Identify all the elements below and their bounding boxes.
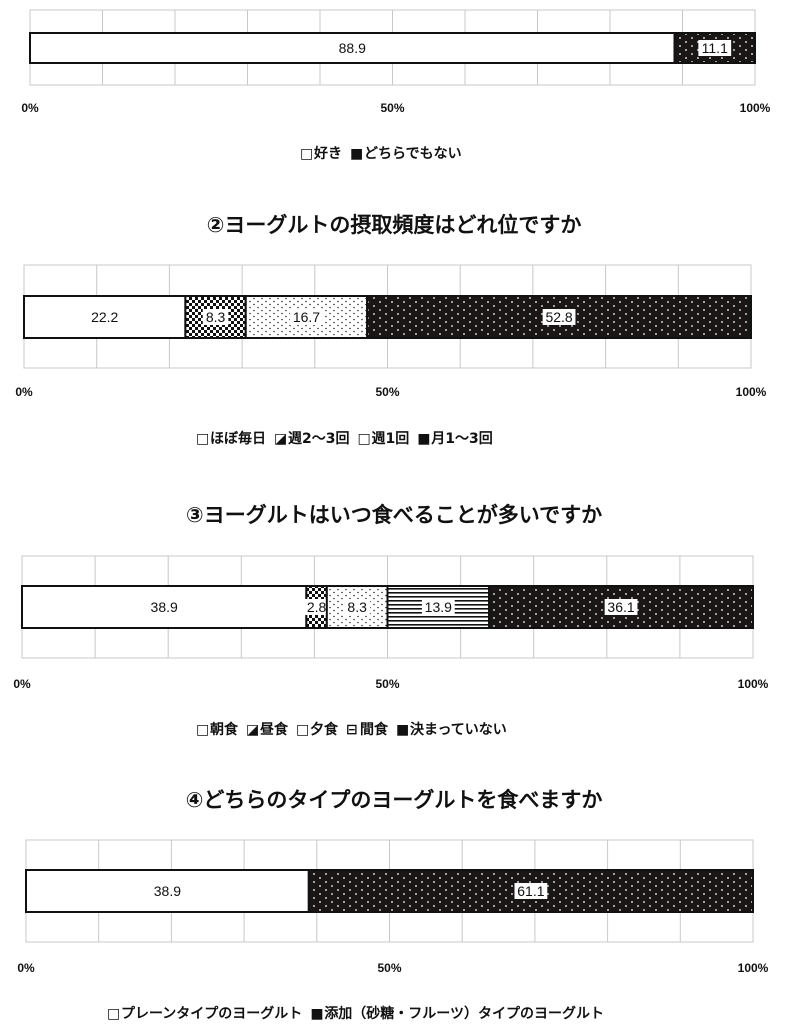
tick-label: 100% [738,961,769,975]
legend-label: 夕食 [310,721,339,738]
tick-label: 0% [13,677,31,691]
chart-title: ④どちらのタイプのヨーグルトを食べますか [186,788,603,812]
data-label-bg [421,599,455,615]
data-label: 38.9 [151,599,178,615]
data-label: 38.9 [154,883,181,899]
legend-marker-icon: □ [296,722,309,738]
chart-title: ③ヨーグルトはいつ食べることが多いですか [186,503,602,527]
legend-label: 月1～3回 [430,431,492,447]
tick-label: 100% [740,101,771,115]
legend-label: プレーンタイプのヨーグルト [121,1005,302,1022]
bar-segment [325,585,389,629]
legend-label: 好き [313,145,342,162]
data-label-bg [542,309,576,325]
tick-label: 50% [380,101,404,115]
legend-marker-icon: ◪ [246,722,259,738]
data-label: 8.3 [347,599,367,615]
chart-title: ②ヨーグルトの摂取頻度はどれ位ですか [207,213,582,237]
data-label-bg [202,309,229,325]
data-label: 16.7 [293,309,320,325]
data-label: 11.1 [702,40,728,56]
data-label-bg [344,599,370,615]
bar-segment [366,295,752,339]
legend-label: 添加（砂糖・フルーツ）タイプのヨーグルト [324,1005,604,1022]
legend-label: 週2～3回 [288,431,349,447]
legend-marker-icon: ■ [310,1006,323,1022]
data-label: 61.1 [517,883,544,899]
legend-label: どちらでもない [364,146,462,162]
legend-marker-icon: □ [300,146,313,162]
data-label-bg [290,309,323,325]
tick-label: 50% [375,385,399,399]
legend-marker-icon: □ [196,722,209,738]
legend-label: 決まっていない [410,721,507,738]
legend-label: 朝食 [210,721,239,738]
legend-marker-icon: ■ [417,431,430,447]
tick-label: 0% [17,961,35,975]
legend-label: 週1回 [371,431,409,447]
data-label-bg [698,40,732,56]
chart-4: ④どちらのタイプのヨーグルトを食べますか 38.9 61.1 0% 50% 100% □プレ… [17,788,768,1022]
legend-marker-icon: □ [196,431,209,447]
tick-label: 0% [21,101,39,115]
chart-3: ③ヨーグルトはいつ食べることが多いですか 38.9 2.8 8.3 13.9 36.1 0%… [13,503,768,738]
legend-marker-icon: ◪ [274,431,287,447]
legend-marker-icon: □ [357,431,370,447]
data-label: 22.2 [91,309,118,325]
data-label: 36.1 [607,599,634,615]
legend-marker-icon: ■ [396,722,409,738]
chart-2: ②ヨーグルトの摂取頻度はどれ位ですか 22.2 8.3 16.7 52.8 0% 50% 10… [15,213,766,447]
tick-label: 50% [375,677,399,691]
data-label: 88.9 [339,40,366,56]
bar-segment [21,585,308,629]
tick-label: 0% [15,385,33,399]
tick-label: 50% [377,961,401,975]
data-label: 2.8 [307,599,327,615]
data-label: 13.9 [425,599,452,615]
bar-segment [23,295,187,339]
legend-label: 昼食 [260,721,289,738]
legend-marker-icon: □ [107,1006,120,1022]
data-label: 8.3 [206,309,226,325]
legend-label: 間食 [360,721,389,738]
tick-label: 100% [736,385,767,399]
tick-label: 100% [738,677,769,691]
data-label-bg [604,599,638,615]
data-label: 52.8 [545,309,572,325]
data-label-bg [303,599,330,615]
legend-marker-icon: ■ [350,146,363,162]
legend-label: ほぼ毎日 [210,430,266,447]
legend-marker-icon: ⊟ [346,722,358,738]
chart-1: 88.9 11.1 0% 50% 100% □好き ■どちらでもない [21,9,771,162]
data-label-bg [514,883,548,899]
